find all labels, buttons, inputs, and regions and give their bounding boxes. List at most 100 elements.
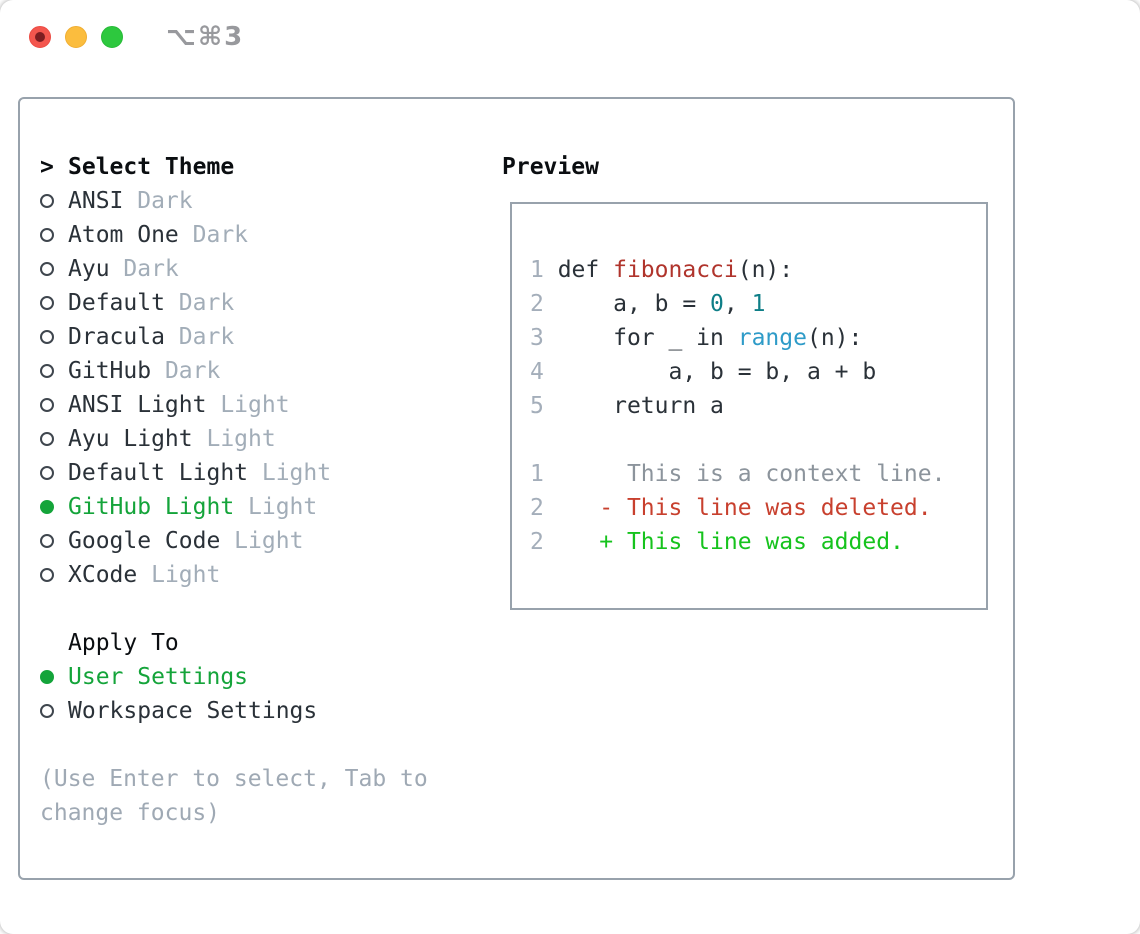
code-token-del: - This line was deleted. — [599, 495, 932, 521]
theme-name: Ayu — [68, 256, 110, 282]
code-line-5: 5 return a — [530, 389, 986, 423]
theme-variant: Dark — [109, 256, 179, 282]
theme-item-default-light[interactable]: Default Light Light — [40, 456, 428, 490]
radio-icon — [40, 432, 54, 446]
code-token-plain: for _ in — [543, 325, 738, 351]
radio-icon — [40, 262, 54, 276]
theme-variant: Light — [248, 460, 332, 486]
code-token-func: fibonacci — [613, 257, 738, 283]
close-button[interactable] — [29, 26, 51, 48]
titlebar: ⌥⌘3 — [0, 0, 1140, 74]
code-token-plain: a, b = b, a + b — [543, 359, 877, 385]
theme-name: Ayu Light — [68, 426, 193, 452]
theme-name: XCode — [68, 562, 138, 588]
theme-variant: Light — [234, 494, 318, 520]
code-token-plain: a, b = — [543, 291, 711, 317]
line-number: 2 — [530, 529, 544, 555]
apply-option-user-settings[interactable]: User Settings — [40, 660, 428, 694]
code-token-plain — [544, 495, 599, 521]
code-line-1: 1 def fibonacci(n): — [530, 253, 986, 287]
theme-name: Default — [68, 290, 165, 316]
code-token-plain — [544, 529, 599, 555]
theme-name: Default Light — [68, 460, 249, 486]
theme-name: GitHub Light — [68, 494, 235, 520]
apply-option-workspace-settings[interactable]: Workspace Settings — [40, 694, 428, 728]
radio-icon — [40, 194, 54, 208]
radio-icon — [40, 466, 54, 480]
radio-icon — [40, 364, 54, 378]
apply-option-label: Workspace Settings — [68, 698, 318, 724]
theme-item-dracula[interactable]: Dracula Dark — [40, 320, 428, 354]
line-number: 1 — [530, 257, 544, 283]
radio-icon — [40, 330, 54, 344]
line-number: 4 — [530, 359, 544, 385]
code-line-3: 3 for _ in range(n): — [530, 321, 986, 355]
code-line-7: 1 This is a context line. — [530, 457, 986, 491]
theme-variant: Dark — [178, 222, 249, 248]
theme-item-github[interactable]: GitHub Dark — [40, 354, 428, 388]
code-token-plain: , — [723, 291, 752, 317]
code-line-2: 2 a, b = 0, 1 — [530, 287, 986, 321]
theme-item-ansi[interactable]: ANSI Dark — [40, 184, 428, 218]
preview-title: Preview — [502, 154, 599, 180]
radio-icon — [40, 296, 54, 310]
theme-item-ayu-light[interactable]: Ayu Light Light — [40, 422, 428, 456]
spacer-row — [40, 592, 428, 626]
code-token-add: + This line was added. — [599, 529, 904, 555]
minimize-button[interactable] — [65, 26, 87, 48]
theme-name: Atom One — [68, 222, 179, 248]
focus-caret-icon: > — [40, 154, 54, 180]
theme-name: ANSI Light — [68, 392, 207, 418]
radio-icon — [40, 568, 54, 582]
theme-variant: Dark — [151, 358, 221, 384]
radio-icon — [40, 398, 54, 412]
code-token-numlit: 1 — [751, 291, 766, 317]
radio-selected-icon — [40, 670, 54, 684]
code-token-builtin: range — [737, 325, 807, 351]
radio-selected-icon — [40, 500, 54, 514]
theme-item-atom-one[interactable]: Atom One Dark — [40, 218, 428, 252]
theme-item-ansi-light[interactable]: ANSI Light Light — [40, 388, 428, 422]
spacer-row — [40, 728, 428, 762]
radio-icon — [40, 534, 54, 548]
select-theme-title: Select Theme — [68, 154, 235, 180]
hint-line-2: change focus) — [40, 800, 221, 826]
theme-item-github-light[interactable]: GitHub Light Light — [40, 490, 428, 524]
theme-name: GitHub — [68, 358, 152, 384]
theme-item-google-code[interactable]: Google Code Light — [40, 524, 428, 558]
line-number: 5 — [530, 393, 544, 419]
theme-variant: Light — [137, 562, 221, 588]
code-line-9: 2 + This line was added. — [530, 525, 986, 559]
theme-name: ANSI — [68, 188, 124, 214]
theme-variant: Dark — [164, 324, 235, 350]
code-line-6 — [530, 423, 986, 457]
theme-item-ayu[interactable]: Ayu Dark — [40, 252, 428, 286]
code-token-plain: (n): — [806, 325, 863, 351]
theme-variant: Light — [206, 392, 290, 418]
zoom-button[interactable] — [101, 26, 123, 48]
theme-variant: Light — [220, 528, 304, 554]
code-token-ctx: This is a context line. — [543, 461, 946, 487]
theme-item-default[interactable]: Default Dark — [40, 286, 428, 320]
theme-variant: Light — [192, 426, 276, 452]
line-number: 1 — [530, 461, 544, 487]
select-theme-header-row: > Select Theme — [40, 150, 428, 184]
line-number: 3 — [530, 325, 544, 351]
code-token-plain: return a — [543, 393, 724, 419]
radio-icon — [40, 704, 54, 718]
line-number: 2 — [530, 291, 544, 317]
theme-name: Dracula — [68, 324, 165, 350]
code-token-plain: (n): — [737, 257, 794, 283]
theme-item-xcode[interactable]: XCode Light — [40, 558, 428, 592]
line-number — [530, 427, 544, 453]
theme-variant: Dark — [164, 290, 235, 316]
apply-option-label: User Settings — [68, 664, 249, 690]
window-title: ⌥⌘3 — [166, 22, 245, 52]
